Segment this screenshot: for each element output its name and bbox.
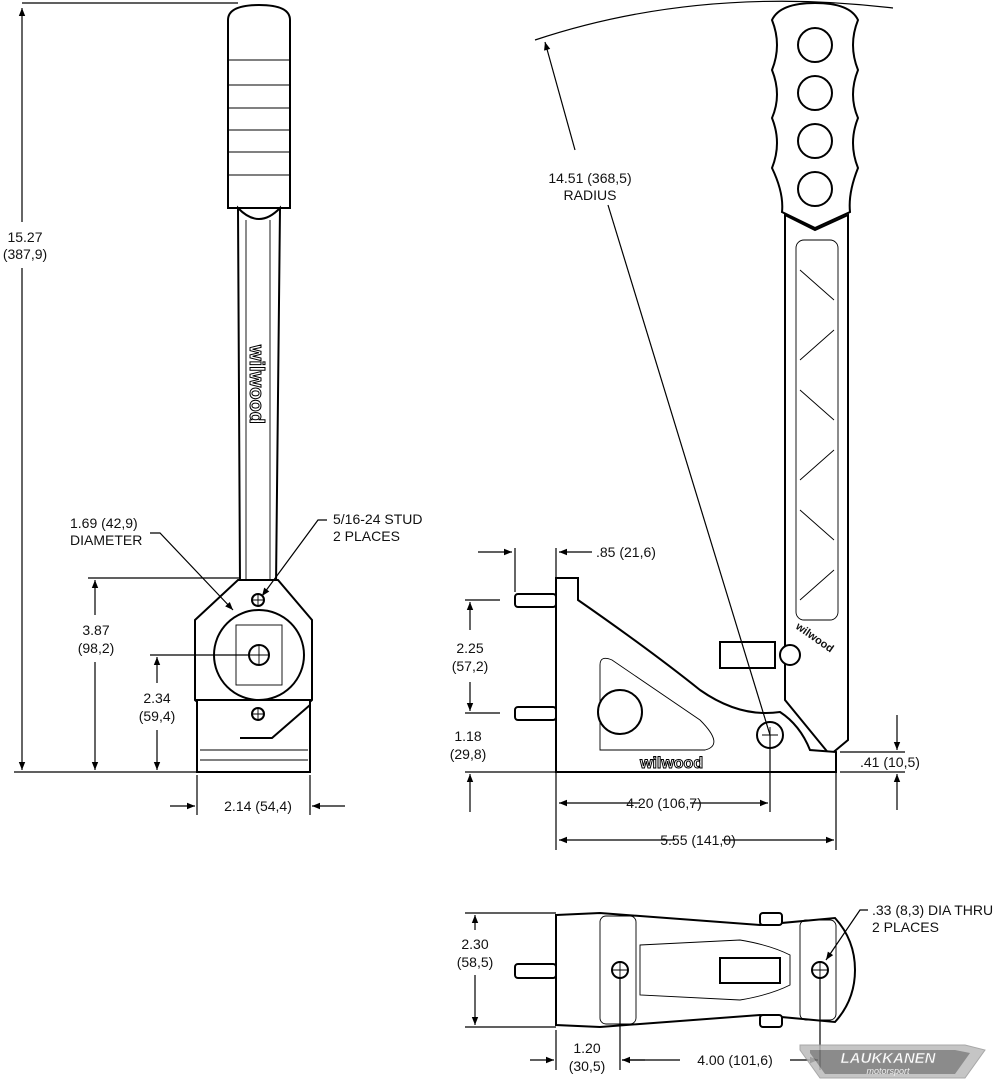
stud-height-metric: (29,8) [450, 746, 487, 762]
overall-length-label: 5.55 (141,0) [660, 832, 736, 848]
stud-offset-label: .85 (21,6) [596, 544, 656, 560]
top-width-label: 2.30 [461, 936, 488, 952]
side-dimensions: 14.51 (368,5) RADIUS .85 (21,6) 2.25 (57… [450, 0, 920, 850]
front-lever-shaft [236, 205, 282, 586]
top-dimensions: 2.30 (58,5) .33 (8,3) DIA THRU 2 PLACES … [457, 902, 993, 1074]
hole-caption: 2 PLACES [872, 919, 939, 935]
top-body [555, 911, 857, 1029]
overall-height-metric: (387,9) [3, 246, 47, 262]
grip-bands [228, 59, 290, 176]
stud-spacing-label: 2.25 [456, 640, 483, 656]
radius-label: 14.51 (368,5) [548, 170, 631, 186]
body-height-label: 3.87 [82, 622, 109, 638]
diameter-caption: DIAMETER [70, 532, 142, 548]
stud-caption: 2 PLACES [333, 528, 400, 544]
watermark-line1: LAUKKANEN [841, 1050, 937, 1067]
front-width-label: 2.14 (54,4) [224, 798, 292, 814]
laukkanen-watermark: LAUKKANEN motorsport [799, 1044, 986, 1079]
side-lever-arm [784, 213, 849, 757]
front-view: wilwood [194, 3, 313, 773]
hole-spacing-label: 4.00 (101,6) [697, 1052, 773, 1068]
stud-spacing-metric: (57,2) [452, 658, 489, 674]
front-brand-marking: wilwood [245, 344, 267, 424]
hole-label: .33 (8,3) DIA THRU [872, 902, 993, 918]
radius-caption: RADIUS [564, 187, 617, 203]
diameter-label: 1.69 (42,9) [70, 515, 138, 531]
cable-stud [719, 641, 776, 669]
front-handle-grip [227, 3, 291, 209]
stud-height-label: 1.18 [454, 728, 481, 744]
bracket-brand-marking: wilwood [639, 755, 703, 772]
side-stud-lower [514, 706, 557, 721]
side-handle-grip [770, 1, 860, 230]
stud-label: 5/16-24 STUD [333, 511, 422, 527]
base-thickness-label: .41 (10,5) [860, 754, 920, 770]
top-stud [514, 963, 557, 979]
first-hole-label: 1.20 [573, 1040, 600, 1056]
center-height-label: 2.34 [143, 690, 170, 706]
bracket-hole [597, 689, 643, 735]
side-stud-upper [514, 593, 557, 608]
top-view [514, 911, 857, 1029]
body-height-metric: (98,2) [78, 640, 115, 656]
watermark-line2: motorsport [866, 1066, 910, 1076]
front-dimensions: 15.27 (387,9) 1.69 (42,9) DIAMETER 5/16-… [3, 2, 422, 815]
first-hole-metric: (30,5) [569, 1058, 606, 1074]
center-height-metric: (59,4) [139, 708, 176, 724]
top-width-metric: (58,5) [457, 954, 494, 970]
overall-height-label: 15.27 [7, 229, 42, 245]
pivot-distance-label: 4.20 (106,7) [626, 795, 702, 811]
